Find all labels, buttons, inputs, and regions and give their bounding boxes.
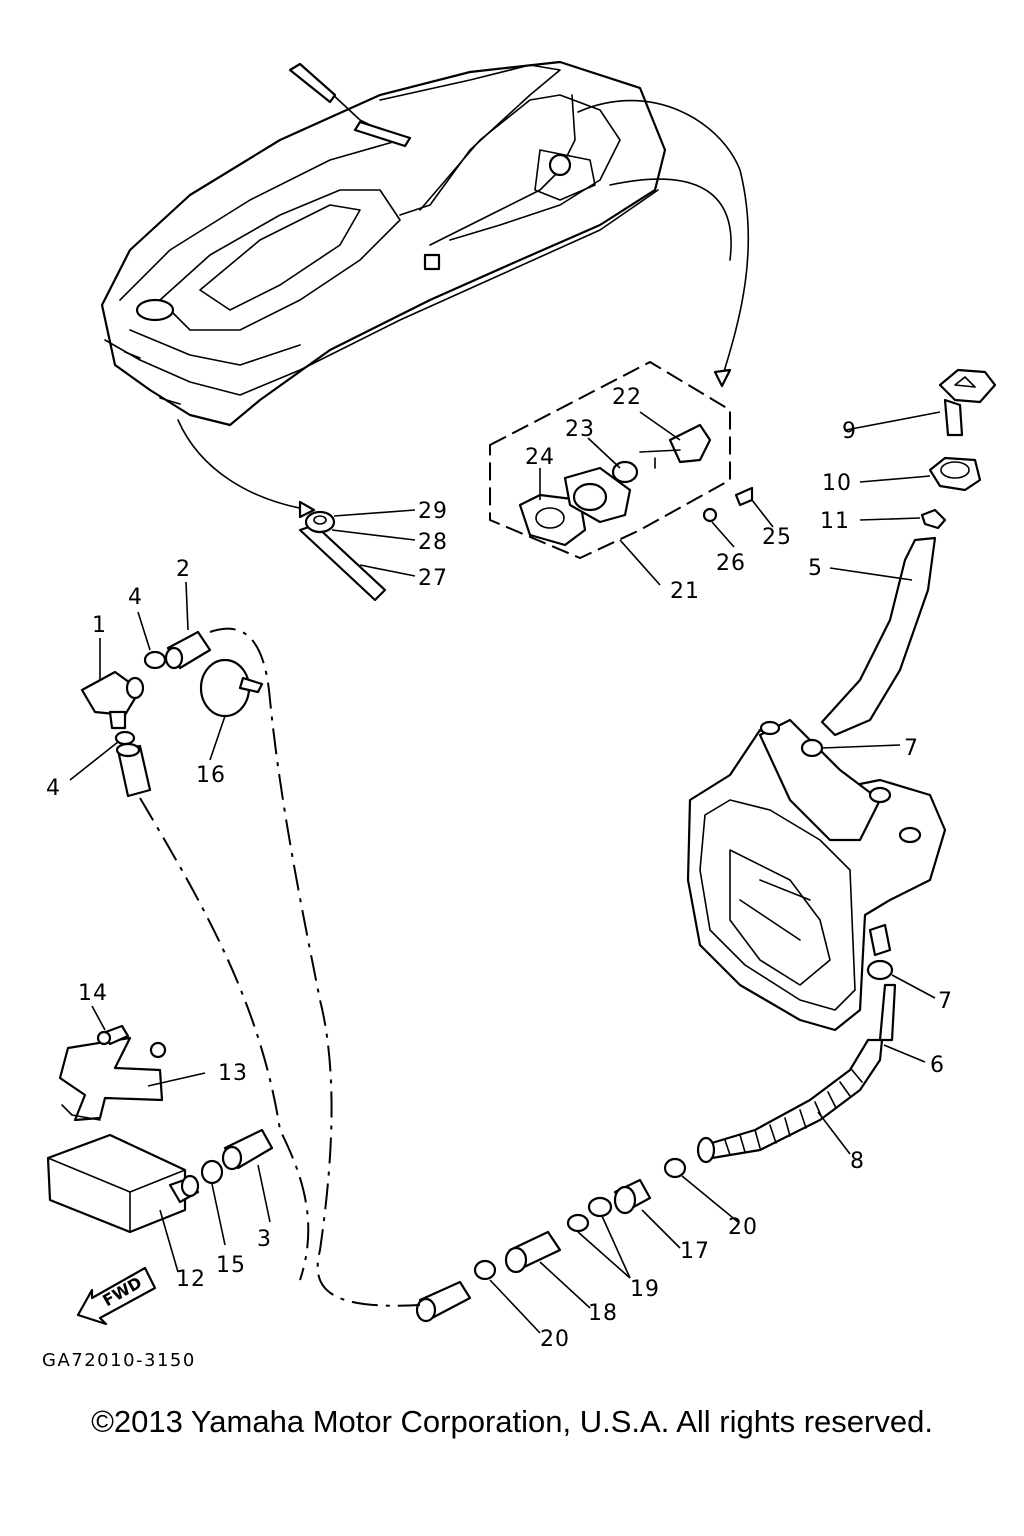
drain-plug-assembly <box>489 360 754 560</box>
copyright-notice: ©2013 Yamaha Motor Corporation, U.S.A. A… <box>91 1404 933 1439</box>
callout-18: 18 <box>588 1301 618 1326</box>
pipe-17 <box>613 1178 652 1215</box>
clamp-7-upper <box>800 738 824 758</box>
callout-10: 10 <box>822 471 852 496</box>
plate-assembly <box>298 510 387 602</box>
callouts: 1 2 3 4 4 5 6 7 7 8 9 10 11 12 13 14 15 … <box>46 385 953 1352</box>
leader-lines <box>69 411 941 1334</box>
spring-hose <box>696 983 897 1164</box>
callout-11: 11 <box>820 509 850 534</box>
callout-22: 22 <box>612 385 642 410</box>
arrow-to-plate <box>609 178 732 261</box>
callout-3: 3 <box>257 1227 272 1252</box>
bracket-13 <box>58 1036 164 1122</box>
callout-27: 27 <box>418 566 448 591</box>
callout-2: 2 <box>176 557 191 582</box>
arrow-to-nut <box>177 419 311 511</box>
callout-29: 29 <box>418 499 448 524</box>
callout-17: 17 <box>680 1239 710 1264</box>
callout-24: 24 <box>525 445 555 470</box>
forward-arrow: FWD <box>76 1266 157 1326</box>
hose-route-left <box>139 797 310 1281</box>
callout-9: 9 <box>842 419 857 444</box>
callout-7-upper: 7 <box>904 736 919 761</box>
arrow-head-drain <box>713 368 732 388</box>
callout-14: 14 <box>78 981 108 1006</box>
arrow-to-drain-plug <box>577 99 750 379</box>
callout-6: 6 <box>930 1053 945 1078</box>
arrow-head-nut <box>298 500 316 519</box>
clamp-15 <box>200 1159 224 1185</box>
callout-23: 23 <box>565 417 595 442</box>
callout-15: 15 <box>216 1253 246 1278</box>
jet-pump-housing <box>686 718 947 1032</box>
washers-19 <box>566 1196 613 1233</box>
hose-route-right <box>209 627 421 1307</box>
hose-lower <box>415 1280 472 1323</box>
callout-20-lower: 20 <box>540 1327 570 1352</box>
drawing-code: GA72010-3150 <box>42 1350 196 1371</box>
callout-13: 13 <box>218 1061 248 1086</box>
clamp-7-lower <box>866 959 894 981</box>
callout-19: 19 <box>630 1277 660 1302</box>
clamp-16 <box>199 658 264 718</box>
clamp-4-lower <box>114 730 136 746</box>
hose-2 <box>164 630 212 670</box>
fitting-18 <box>504 1230 562 1274</box>
grommet-13 <box>149 1041 167 1059</box>
callout-4-lower: 4 <box>46 776 61 801</box>
callout-21: 21 <box>670 579 700 604</box>
callout-25: 25 <box>762 525 792 550</box>
watercraft-hull <box>100 60 667 427</box>
joint-1 <box>80 670 145 730</box>
callout-20-upper: 20 <box>728 1215 758 1240</box>
callout-16: 16 <box>196 763 226 788</box>
hose-3 <box>221 1128 274 1171</box>
callout-26: 26 <box>716 551 746 576</box>
hose-4-lower <box>115 742 152 798</box>
callout-1: 1 <box>92 613 107 638</box>
clamp-20-lower <box>473 1259 497 1281</box>
callout-5: 5 <box>808 556 823 581</box>
callout-12: 12 <box>176 1267 206 1292</box>
callout-4-upper: 4 <box>128 585 143 610</box>
tank-12 <box>46 1133 200 1234</box>
screw-14 <box>96 1024 130 1046</box>
clamp-4-upper <box>143 650 167 670</box>
clamp-20-upper <box>663 1157 687 1179</box>
filler-cap-assembly <box>820 368 997 737</box>
callout-28: 28 <box>418 530 448 555</box>
callout-7-lower: 7 <box>938 989 953 1014</box>
callout-8: 8 <box>850 1149 865 1174</box>
